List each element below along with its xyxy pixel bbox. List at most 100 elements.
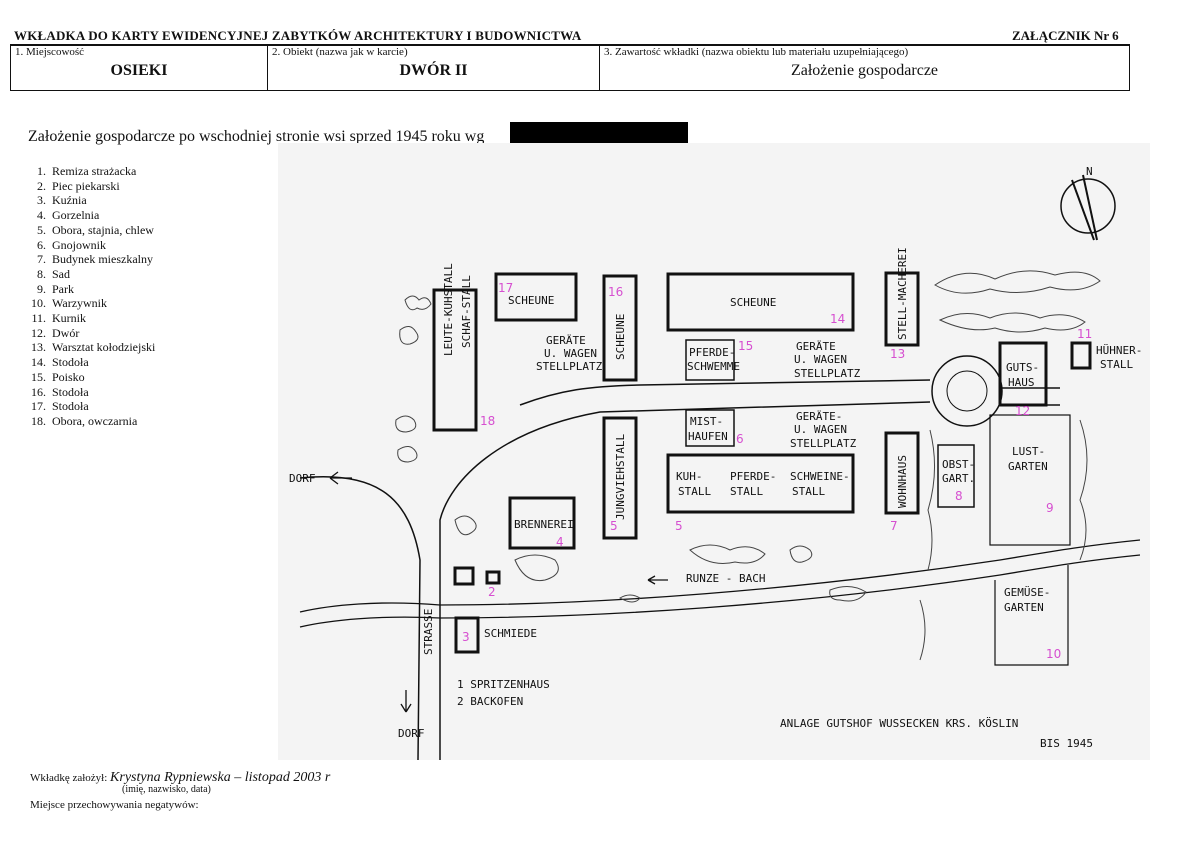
label-geraete-2b: U. WAGEN bbox=[794, 353, 847, 366]
note-spritzenhaus: 1 SPRITZENHAUS bbox=[457, 678, 550, 691]
label-schafstall: SCHAF-STALL bbox=[460, 275, 473, 348]
legend-item: 4.Gorzelnia bbox=[37, 208, 100, 223]
legend-item: 8.Sad bbox=[37, 266, 70, 281]
legend-item: 3.Kuźnia bbox=[37, 193, 87, 208]
document-title: WKŁADKA DO KARTY EWIDENCYJNEJ ZABYTKÓW A… bbox=[14, 28, 582, 43]
author-value: Krystyna Rypniewska – listopad 2003 r bbox=[110, 770, 331, 785]
num-17: 17 bbox=[498, 281, 513, 295]
label-brennerei: BRENNEREI bbox=[514, 518, 574, 531]
label-kuhstall-b: STALL bbox=[678, 485, 711, 498]
legend-item: 15.Poisko bbox=[31, 369, 85, 384]
label-dorf-south: DORF bbox=[398, 727, 425, 740]
building-scheune-14 bbox=[666, 272, 855, 332]
legend-item: 13.Warsztat kołodziejski bbox=[31, 340, 156, 355]
label-pferdestall-a: PFERDE- bbox=[730, 470, 776, 483]
label-schweinestall-b: STALL bbox=[792, 485, 825, 498]
label-kuhstall-a: KUH- bbox=[676, 470, 703, 483]
north-label: N bbox=[1086, 165, 1093, 178]
label-huehnerstall-a: HÜHNER- bbox=[1096, 344, 1142, 357]
building-jungviehstall-5 bbox=[602, 416, 638, 540]
legend-item: 17.Stodoła bbox=[31, 399, 89, 414]
label-geraete-1b: U. WAGEN bbox=[544, 347, 597, 360]
map-caption-date: BIS 1945 bbox=[1040, 737, 1093, 750]
building-brennerei-4 bbox=[508, 496, 576, 550]
legend-item: 2.Piec piekarski bbox=[37, 178, 120, 193]
field-content-label: 3. Zawartość wkładki (nazwa obiektu lub … bbox=[604, 46, 909, 58]
label-leutekuhstall: LEUTE-KUHSTALL bbox=[442, 263, 455, 356]
label-wohnhaus: WOHNHAUS bbox=[896, 455, 909, 508]
author-hint: (imię, nazwisko, data) bbox=[122, 784, 211, 795]
legend-list: 1.Remiza strażacka 2.Piec piekarski 3.Ku… bbox=[28, 164, 155, 429]
intro-text: Założenie gospodarcze po wschodniej stro… bbox=[28, 128, 485, 145]
label-huehnerstall-b: STALL bbox=[1100, 358, 1133, 371]
label-pferdeschwemme-a: PFERDE- bbox=[689, 346, 735, 359]
field-object-value: DWÓR II bbox=[399, 62, 468, 79]
annex-number: ZAŁĄCZNIK Nr 6 bbox=[1012, 28, 1119, 43]
field-locality: 1. Miejscowość OSIEKI bbox=[10, 46, 268, 91]
num-5b: 5 bbox=[675, 519, 683, 533]
legend-item: 14.Stodoła bbox=[31, 355, 89, 370]
building-stellmacherei-13 bbox=[884, 271, 920, 347]
label-jungviehstall: JUNGVIEHSTALL bbox=[614, 434, 627, 520]
author-label: Wkładkę założył: bbox=[30, 772, 108, 784]
num-14: 14 bbox=[830, 312, 845, 326]
num-2: 2 bbox=[488, 585, 496, 599]
label-obstgarten-b: GART. bbox=[942, 472, 975, 485]
num-10: 10 bbox=[1046, 647, 1061, 661]
label-geraete-2c: STELLPLATZ bbox=[794, 367, 861, 380]
label-lustgarten-a: LUST- bbox=[1012, 445, 1045, 458]
label-runze-bach: RUNZE - BACH bbox=[686, 572, 765, 585]
field-object-label: 2. Obiekt (nazwa jak w karcie) bbox=[272, 46, 408, 58]
vegetation bbox=[395, 270, 1101, 661]
building-gutshaus-12 bbox=[998, 341, 1048, 407]
map-background bbox=[278, 143, 1150, 760]
building-huehnerstall-11 bbox=[1070, 341, 1092, 370]
label-scheune-16: SCHEUNE bbox=[614, 314, 627, 360]
label-lustgarten-b: GARTEN bbox=[1008, 460, 1048, 473]
pferdeschwemme-15 bbox=[685, 339, 735, 381]
label-stellmacherei: STELL-MACHEREI bbox=[896, 247, 909, 340]
obstgarten-8 bbox=[937, 444, 975, 508]
legend-item: 12.Dwór bbox=[31, 325, 80, 340]
roads bbox=[299, 379, 1060, 761]
field-content: 3. Zawartość wkładki (nazwa obiektu lub … bbox=[599, 46, 1130, 91]
label-geraete-3c: STELLPLATZ bbox=[790, 437, 857, 450]
num-9: 9 bbox=[1046, 501, 1054, 515]
misthaufen-6 bbox=[685, 409, 735, 447]
label-dorf-west: DORF bbox=[289, 472, 316, 485]
courtyard-ring bbox=[931, 355, 1003, 427]
label-misthaufen-a: MIST- bbox=[690, 415, 723, 428]
num-8: 8 bbox=[955, 489, 963, 503]
legend-item: 5.Obora, stajnia, chlew bbox=[37, 222, 154, 237]
header-rule bbox=[10, 44, 1130, 46]
building-backofen-2 bbox=[485, 570, 501, 585]
label-geraete-3b: U. WAGEN bbox=[794, 423, 847, 436]
legend-item: 18.Obora, owczarnia bbox=[31, 413, 138, 428]
label-gemuesegarten-a: GEMÜSE- bbox=[1004, 586, 1050, 599]
num-13: 13 bbox=[890, 347, 905, 361]
num-11: 11 bbox=[1077, 327, 1092, 341]
label-obstgarten-a: OBST- bbox=[942, 458, 975, 471]
north-compass: N bbox=[1060, 165, 1116, 241]
num-4: 4 bbox=[556, 535, 564, 549]
num-3: 3 bbox=[462, 630, 470, 644]
label-pferdestall-b: STALL bbox=[730, 485, 763, 498]
num-12: 12 bbox=[1015, 404, 1030, 418]
label-scheune-14: SCHEUNE bbox=[730, 296, 776, 309]
building-scheune-17 bbox=[494, 272, 578, 322]
field-object: 2. Obiekt (nazwa jak w karcie) DWÓR II bbox=[267, 46, 600, 91]
legend-item: 1.Remiza strażacka bbox=[37, 164, 137, 178]
building-wohnhaus-7 bbox=[884, 431, 920, 515]
label-schmiede: SCHMIEDE bbox=[484, 627, 537, 640]
legend-item: 16.Stodoła bbox=[31, 384, 89, 399]
field-content-value: Założenie gospodarcze bbox=[790, 62, 939, 79]
legend-item: 7.Budynek mieszkalny bbox=[37, 252, 153, 267]
num-5a: 5 bbox=[610, 519, 618, 533]
note-backofen: 2 BACKOFEN bbox=[457, 695, 523, 708]
label-gutshaus-a: GUTS- bbox=[1006, 361, 1039, 374]
label-geraete-1a: GERÄTE bbox=[546, 334, 586, 347]
building-leutekuhstall-18 bbox=[432, 288, 478, 432]
garden-outlines bbox=[989, 414, 1071, 666]
building-spritzenhaus-1 bbox=[453, 566, 475, 586]
